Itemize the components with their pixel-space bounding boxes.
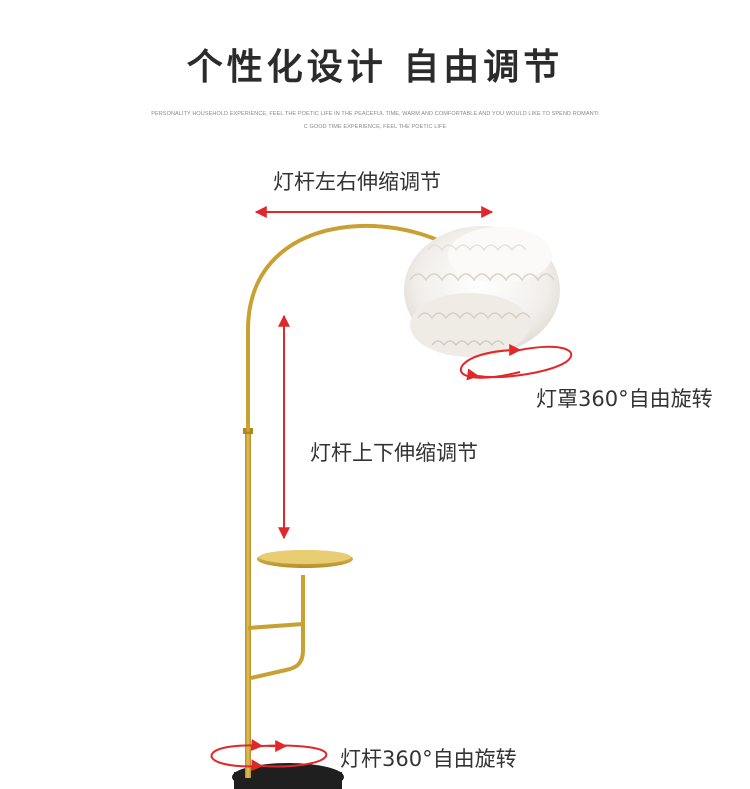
page-title: 个性化设计 自由调节 [186, 47, 564, 88]
tagline-line-1: PERSONALITY HOUSEHOLD EXPERIENCE, FEEL T… [151, 111, 599, 117]
feather-lampshade [404, 226, 560, 357]
lamp-arc-arm [246, 223, 458, 432]
lamp-pole-lower [245, 430, 251, 778]
label-horizontal-adjust: 灯杆左右伸缩调节 [273, 170, 441, 194]
label-pole-rotation: 灯杆360°自由旋转 [340, 747, 517, 771]
tagline-line-2: C GOOD TIME EXPERIENCE, FEEL THE POETIC … [303, 124, 447, 130]
shade-rotation-arrow [459, 344, 573, 381]
label-shade-rotation: 灯罩360°自由旋转 [536, 387, 713, 411]
pole-rotation-arrow [210, 739, 328, 772]
tray-support-frame [247, 575, 305, 680]
label-vertical-adjust: 灯杆上下伸缩调节 [310, 441, 478, 465]
